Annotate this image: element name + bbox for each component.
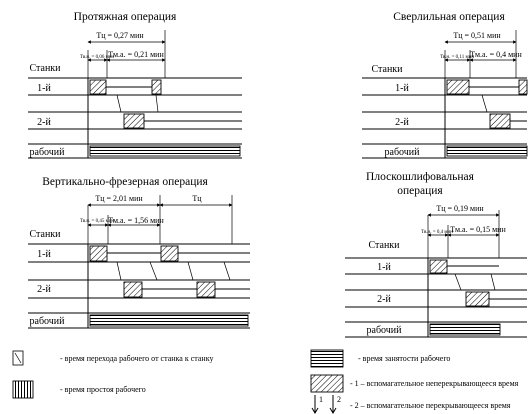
nonoverlap-legend-icon [310,374,344,393]
frez-tma-label: Тм.а. = 1,56 мин [108,216,164,225]
shlif-tma-label: Тм.а. = 0,15 мин [450,225,506,234]
protyazh-transition-2 [155,94,159,113]
frez-worker-busy [89,314,249,327]
panel-shlif: Плоскошлифовальная операция Тц = 0,19 ми… [345,171,527,338]
legend: - время перехода рабочего от станка к ст… [12,349,519,414]
protyazh-title: Протяжная операция [74,11,177,23]
protyazh-machine1-label: 1-й [37,83,51,94]
frez-machine1-label: 1-й [37,249,51,260]
protyazh-tc-label: Тц = 0,27 мин [96,31,144,40]
legend-nonoverlap-text: - 1 – вспомагательное неперекрывающееся … [350,379,519,388]
sverl-m2-aux [489,113,511,129]
transition-legend-icon-line [14,352,22,364]
sverl-transition-1 [481,94,488,113]
legend-idle-text: - время простоя рабочего [60,385,146,394]
sverl-tvn-label: Тв.н. = 0,11 мин [440,55,474,60]
sverl-machine1-label: 1-й [395,83,409,94]
shlif-m2-aux [465,291,490,307]
legend-busy-text: - время занятости рабочего [358,354,450,363]
frez-title: Вертикально-фрезерная операция [42,176,208,188]
protyazh-m1-aux [89,79,107,95]
sverl-m1-aux-2 [518,79,528,95]
sverl-worker-busy [446,145,528,157]
shlif-m1-aux [429,259,448,274]
shlif-worker-label: рабочий [367,325,403,336]
frez-m2-aux-1 [123,281,143,298]
frez-worker-label: рабочий [30,316,66,327]
sverl-machine2-label: 2-й [395,117,409,128]
busy-legend-icon [310,349,344,368]
shlif-axis-label: Станки [368,240,400,251]
frez-transition-1 [116,261,122,281]
frez-tc2-label: Тц [192,194,202,203]
legend-transition-text: - время перехода рабочего от станка к ст… [60,354,214,363]
frez-axis-label: Станки [29,229,61,240]
frez-transition-4 [223,261,231,281]
frez-m2-aux-2 [196,281,216,298]
shlif-transition-2 [490,273,496,291]
legend-arrow2-label: 2 [337,395,341,404]
arrow1-icon [311,407,319,414]
shlif-tc-label: Тц = 0,19 мин [436,204,484,213]
protyazh-machine2-label: 2-й [37,117,51,128]
frez-m1-aux-1 [89,245,108,262]
shlif-machine2-label: 2-й [377,294,391,305]
shlif-tvn-label: Тв.н. = 0,4 мин [421,230,453,235]
frez-transition-2 [149,261,158,281]
shlif-transition-1 [454,273,462,291]
frez-m1-aux-2 [160,245,179,262]
frez-tc-label: Тц = 2,01 мин [95,194,143,203]
legend-arrow1-label: 1 [319,395,323,404]
sverl-tma-label: Тм.а. = 0,4 мин [470,50,522,59]
arrow2-icon [329,407,337,414]
shlif-title-line2: операция [397,185,443,197]
protyazh-worker-busy [89,145,241,157]
shlif-worker-busy [429,323,501,336]
shlif-machine1-label: 1-й [377,262,391,273]
protyazh-worker-label: рабочий [30,147,66,158]
frez-machine2-label: 2-й [37,284,51,295]
sverl-tc-label: Тц = 0,51 мин [453,31,501,40]
legend-overlap-text: - 2 – вспомагательное перекрывающееся вр… [350,401,511,410]
sverl-title: Сверлильная операция [393,11,505,23]
protyazh-axis-label: Станки [29,63,61,74]
sverl-axis-label: Станки [371,64,403,75]
protyazh-m1-aux-2 [151,79,162,95]
panel-protyazh: Протяжная операция Тц = 0,27 мин Тв.н. =… [28,11,242,159]
panel-frez: Вертикально-фрезерная операция Тц = 2,01… [28,176,250,329]
frez-transition-3 [187,261,194,281]
protyazh-tvn-label: Тв.н. = 0,06 мин [80,55,115,60]
protyazh-m2-aux [123,113,145,129]
protyazh-transition-1 [116,94,122,113]
shlif-title-line1: Плоскошлифовальная [366,171,475,183]
idle-legend-icon [12,380,34,399]
panel-sverl: Сверлильная операция Тц = 0,51 мин Тв.н.… [362,11,528,159]
sverl-m1-aux [446,79,470,95]
protyazh-tma-label: Тм.а. = 0,21 мин [108,50,164,59]
sverl-worker-label: рабочий [385,147,421,158]
frez-tvn-label: Тв.н. = 0,45 мин [80,219,115,224]
